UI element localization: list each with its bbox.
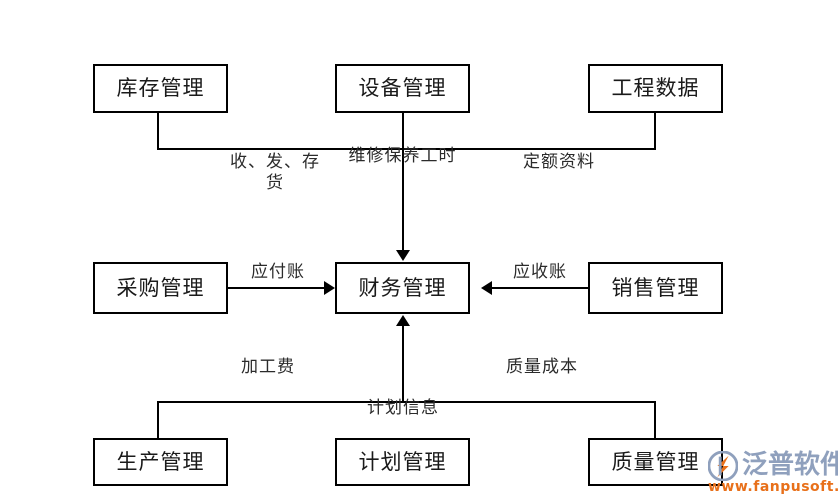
node-planning[interactable]: 计划管理 — [335, 438, 470, 486]
connector-bottom-bus — [157, 401, 656, 403]
connector-inventory-drop — [157, 112, 159, 150]
edge-label-engineering-flow: 定额资料 — [523, 152, 595, 172]
node-engineering[interactable]: 工程数据 — [588, 64, 723, 113]
node-planning-label: 计划管理 — [358, 449, 447, 474]
node-equipment[interactable]: 设备管理 — [335, 64, 470, 113]
edge-label-equipment-flow: 维修保养工时 — [348, 146, 457, 166]
connector-sales-to-finance — [492, 287, 588, 289]
edge-label-inventory-flow: 收、发、存 货 — [230, 152, 320, 193]
watermark-url: www.fanpusoft.com — [708, 479, 838, 495]
node-quality-label: 质量管理 — [611, 449, 700, 474]
connector-bottom-trunk — [402, 326, 404, 401]
watermark-brand: 泛普软件 — [742, 450, 838, 480]
connector-production-riser — [157, 401, 159, 439]
edge-label-quality-cost: 质量成本 — [506, 357, 578, 377]
node-inventory-label: 库存管理 — [116, 76, 205, 100]
node-production-label: 生产管理 — [116, 449, 205, 474]
node-quality[interactable]: 质量管理 — [588, 438, 723, 486]
connector-top-bus — [157, 148, 656, 150]
connector-purchasing-to-finance — [228, 287, 324, 289]
node-purchasing[interactable]: 采购管理 — [93, 262, 228, 314]
node-sales-label: 销售管理 — [611, 275, 700, 300]
arrowhead-into-finance-bottom — [396, 315, 410, 326]
edge-label-plan-info: 计划信息 — [367, 398, 439, 418]
node-finance[interactable]: 财务管理 — [335, 262, 470, 314]
arrowhead-into-finance-left — [324, 281, 335, 295]
connector-equipment-trunk — [402, 112, 404, 252]
node-purchasing-label: 采购管理 — [116, 275, 205, 300]
node-production[interactable]: 生产管理 — [93, 438, 228, 486]
edge-label-payable: 应付账 — [251, 262, 305, 282]
node-engineering-label: 工程数据 — [611, 76, 700, 100]
arrowhead-into-finance-right — [481, 281, 492, 295]
node-equipment-label: 设备管理 — [358, 76, 447, 100]
edge-label-processing-fee: 加工费 — [241, 357, 295, 377]
edge-label-receivable: 应收账 — [513, 262, 567, 282]
node-sales[interactable]: 销售管理 — [588, 262, 723, 314]
watermark: 泛普软件 www.fanpusoft.com — [706, 448, 838, 503]
node-finance-label: 财务管理 — [358, 275, 447, 300]
fanpu-logo-icon — [708, 451, 738, 481]
connector-quality-riser — [654, 401, 656, 439]
arrowhead-into-finance-top — [396, 250, 410, 261]
node-inventory[interactable]: 库存管理 — [93, 64, 228, 113]
connector-engineering-drop — [654, 112, 656, 150]
